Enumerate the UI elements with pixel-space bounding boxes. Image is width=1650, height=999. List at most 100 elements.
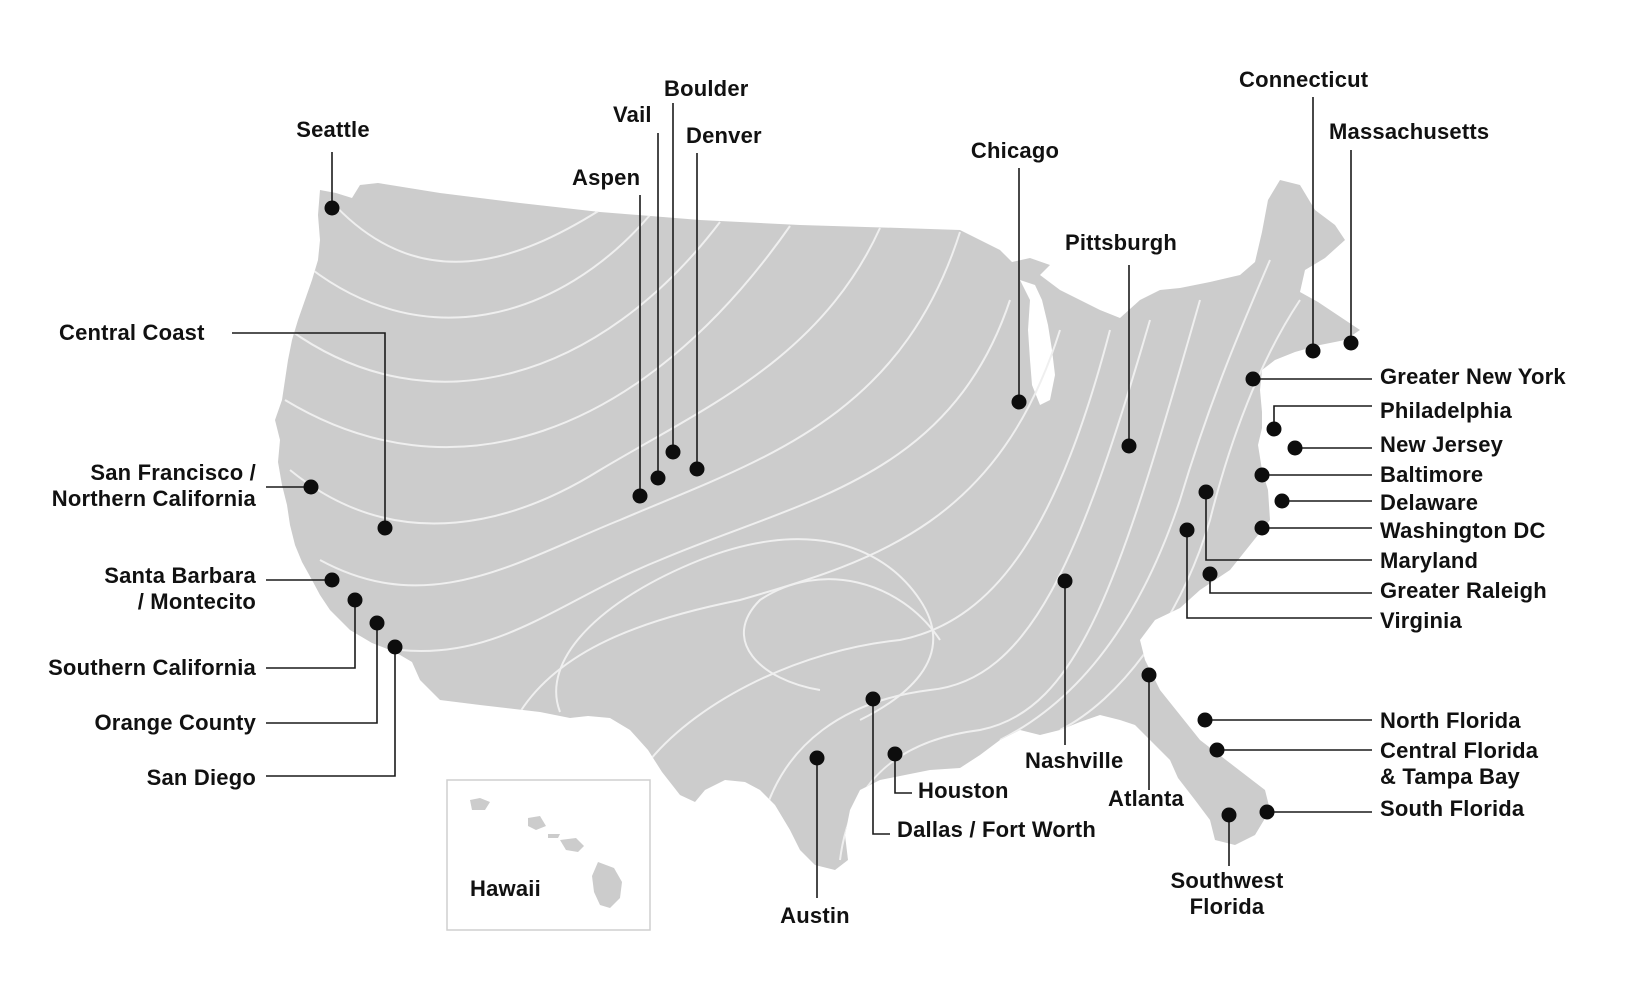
marker-delaware[interactable]	[1274, 493, 1290, 509]
marker-north-florida[interactable]	[1197, 712, 1213, 728]
marker-virginia[interactable]	[1179, 522, 1195, 538]
label-seattle[interactable]: Seattle	[296, 117, 370, 142]
marker-southwest-florida[interactable]	[1221, 807, 1237, 823]
label-baltimore[interactable]: Baltimore	[1380, 462, 1484, 487]
contour-line	[289, 221, 721, 383]
contour-lines	[284, 199, 1301, 861]
contour-line	[649, 329, 1111, 761]
marker-dallas[interactable]	[865, 691, 881, 707]
marker-seattle[interactable]	[324, 200, 340, 216]
contour-line	[759, 319, 1151, 831]
label-santa-barbara-line2: / Montecito	[137, 589, 256, 614]
marker-greater-new-york[interactable]	[1245, 371, 1261, 387]
label-greater-raleigh[interactable]: Greater Raleigh	[1380, 578, 1547, 603]
label-greater-new-york[interactable]: Greater New York	[1380, 364, 1566, 389]
leader-line-virginia	[1186, 530, 1372, 619]
marker-south-florida[interactable]	[1259, 804, 1275, 820]
marker-denver[interactable]	[689, 461, 705, 477]
label-pittsburgh[interactable]: Pittsburgh	[1065, 230, 1177, 255]
label-central-coast[interactable]: Central Coast	[59, 320, 205, 345]
marker-boulder[interactable]	[665, 444, 681, 460]
hawaii-island-kauai	[470, 798, 490, 810]
leader-line-southern-california	[266, 600, 356, 669]
label-austin[interactable]: Austin	[780, 903, 850, 928]
marker-san-diego[interactable]	[387, 639, 403, 655]
leader-line-dallas	[872, 699, 890, 835]
label-central-florida-line1: Central Florida	[1380, 738, 1539, 763]
label-north-florida[interactable]: North Florida	[1380, 708, 1521, 733]
label-orange-county[interactable]: Orange County	[94, 710, 256, 735]
marker-new-jersey[interactable]	[1287, 440, 1303, 456]
leader-lines	[232, 97, 1372, 898]
label-santa-barbara[interactable]: Santa Barbara / Montecito	[0, 563, 256, 615]
location-markers	[303, 200, 1359, 823]
marker-houston[interactable]	[887, 746, 903, 762]
marker-atlanta[interactable]	[1141, 667, 1157, 683]
marker-vail[interactable]	[650, 470, 666, 486]
marker-central-coast[interactable]	[377, 520, 393, 536]
label-san-diego[interactable]: San Diego	[146, 765, 256, 790]
leader-line-san-diego	[266, 647, 396, 777]
contour-line	[1059, 299, 1301, 731]
leader-line-greater-raleigh	[1209, 574, 1372, 594]
marker-baltimore[interactable]	[1254, 467, 1270, 483]
contour-line	[742, 578, 941, 691]
label-nashville[interactable]: Nashville	[1025, 748, 1124, 773]
label-virginia[interactable]: Virginia	[1380, 608, 1462, 633]
contour-line	[329, 199, 601, 263]
marker-central-florida[interactable]	[1209, 742, 1225, 758]
label-boulder[interactable]: Boulder	[664, 76, 749, 101]
label-vail[interactable]: Vail	[613, 102, 652, 127]
label-massachusetts[interactable]: Massachusetts	[1329, 119, 1490, 144]
marker-santa-barbara[interactable]	[324, 572, 340, 588]
hawaii-island-maui	[560, 838, 584, 852]
marker-massachusetts[interactable]	[1343, 335, 1359, 351]
label-aspen[interactable]: Aspen	[572, 165, 641, 190]
label-southwest-florida-line2: Florida	[1189, 894, 1265, 919]
marker-chicago[interactable]	[1011, 394, 1027, 410]
marker-philadelphia[interactable]	[1266, 421, 1282, 437]
label-southwest-florida[interactable]: Southwest Florida	[1142, 868, 1312, 920]
label-new-jersey[interactable]: New Jersey	[1380, 432, 1504, 457]
label-denver[interactable]: Denver	[686, 123, 762, 148]
contour-line	[284, 225, 791, 449]
label-santa-barbara-line1: Santa Barbara	[104, 563, 256, 588]
label-delaware[interactable]: Delaware	[1380, 490, 1479, 515]
leader-line-maryland	[1205, 492, 1372, 561]
marker-maryland[interactable]	[1198, 484, 1214, 500]
marker-connecticut[interactable]	[1305, 343, 1321, 359]
label-atlanta[interactable]: Atlanta	[1108, 786, 1184, 811]
hawaii-island-big-island	[592, 862, 622, 908]
leader-line-orange-county	[266, 623, 378, 724]
label-connecticut[interactable]: Connecticut	[1239, 67, 1369, 92]
label-houston[interactable]: Houston	[918, 778, 1009, 803]
label-chicago[interactable]: Chicago	[970, 138, 1060, 163]
label-washington-dc[interactable]: Washington DC	[1380, 518, 1546, 543]
marker-greater-raleigh[interactable]	[1202, 566, 1218, 582]
marker-austin[interactable]	[809, 750, 825, 766]
lake-michigan	[1020, 280, 1055, 405]
marker-washington-dc[interactable]	[1254, 520, 1270, 536]
label-dallas[interactable]: Dallas / Fort Worth	[897, 817, 1096, 842]
label-central-florida[interactable]: Central Florida & Tampa Bay	[1380, 738, 1538, 790]
marker-aspen[interactable]	[632, 488, 648, 504]
marker-orange-county[interactable]	[369, 615, 385, 631]
leader-line-central-coast	[232, 332, 386, 528]
marker-pittsburgh[interactable]	[1121, 438, 1137, 454]
marker-southern-california[interactable]	[347, 592, 363, 608]
contour-line	[399, 299, 1011, 653]
hawaii-island-oahu	[528, 816, 546, 830]
contour-line	[319, 231, 961, 587]
label-south-florida[interactable]: South Florida	[1380, 796, 1525, 821]
marker-nashville[interactable]	[1057, 573, 1073, 589]
label-philadelphia[interactable]: Philadelphia	[1380, 398, 1512, 423]
contour-line	[519, 329, 1061, 713]
label-maryland[interactable]: Maryland	[1380, 548, 1479, 573]
marker-san-francisco[interactable]	[303, 479, 319, 495]
label-san-francisco[interactable]: San Francisco / Northern California	[0, 460, 256, 512]
contour-line	[299, 214, 651, 319]
label-southern-california[interactable]: Southern California	[48, 655, 256, 680]
leader-line-houston	[894, 754, 912, 794]
